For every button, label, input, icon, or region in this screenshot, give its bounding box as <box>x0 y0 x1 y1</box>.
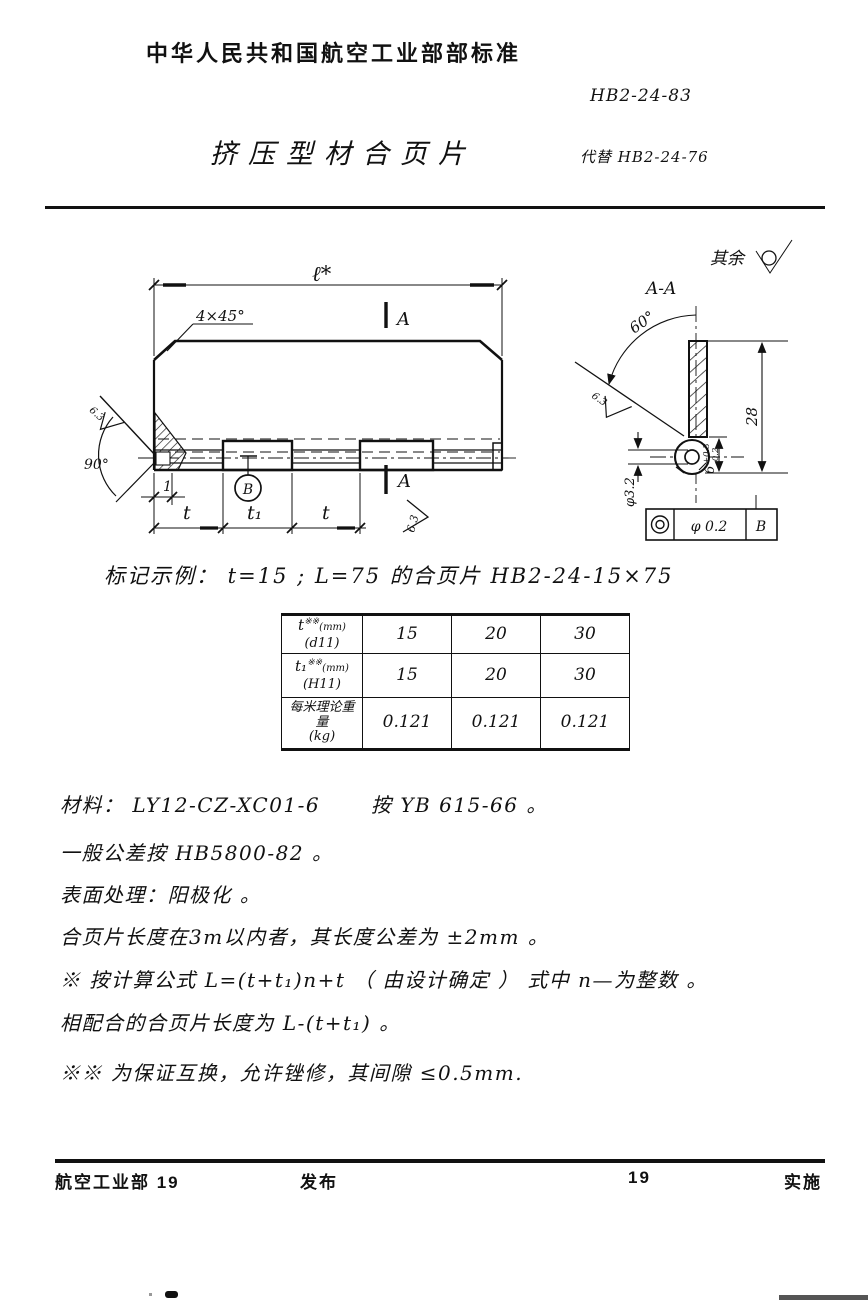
table-cell: 15 <box>362 614 452 654</box>
table-cell: 20 <box>451 653 541 698</box>
height-28-label: 28 <box>743 407 761 427</box>
ink-blot <box>165 1291 178 1298</box>
knuckle-teeth <box>221 439 503 472</box>
offset-label: 1 <box>163 479 172 495</box>
feature-control-frame <box>645 495 778 541</box>
supersedes-note: 代替 HB2-24-76 <box>580 148 709 166</box>
scan-edge-mark <box>779 1295 868 1300</box>
footer-year: 19 <box>628 1168 651 1187</box>
table-cell: 20 <box>451 614 541 654</box>
page-title: 挤压型材合页片 <box>210 139 476 170</box>
fcf-tolerance-label: φ 0.2 <box>691 519 728 535</box>
row-header-t: t※※(mm) (d11) <box>281 614 363 654</box>
footer-divider <box>55 1159 825 1163</box>
note-length: 合页片长度在3m以内者，其长度公差为 ±2mm 。 <box>60 925 550 949</box>
roughness-symbol-left: 6.3 <box>87 405 125 431</box>
svg-text:6.3: 6.3 <box>404 514 421 534</box>
note-material: 材料： LY12-CZ-XC01-6 按 YB 615-66 。 <box>60 793 548 817</box>
angle-90-annotation <box>97 395 157 503</box>
svg-text:6: 6 <box>703 466 718 474</box>
main-view: ℓ* 4×45° <box>84 262 516 534</box>
overall-length-label: ℓ* <box>312 262 332 286</box>
header-divider <box>45 206 825 209</box>
angle-90-label: 90° <box>84 457 109 473</box>
dimension-hole-dia <box>628 432 688 482</box>
section-mark-top-label: A <box>395 309 410 330</box>
section-view-title: A-A <box>644 279 676 299</box>
datum-b-balloon <box>234 455 262 502</box>
dimension-overall-length <box>148 278 508 356</box>
pitch-t-label-1: t <box>183 502 191 524</box>
pitch-t-label-2: t <box>322 502 330 524</box>
parameter-table: t※※(mm) (d11) 15 20 30 t₁※※(mm) (H11) 15… <box>281 613 630 751</box>
hinge-body-outline <box>152 339 504 472</box>
note-surface: 表面处理：阳极化 。 <box>60 883 262 907</box>
roughness-symbol-section: 6.3 <box>589 391 632 419</box>
hinge-leaf-section <box>688 340 788 438</box>
standard-code: HB2-24-83 <box>590 86 692 106</box>
hole-dia-label: φ3.2 <box>623 477 638 507</box>
footer-implement: 实施 <box>784 1173 822 1192</box>
table-cell: 15 <box>362 653 452 698</box>
table-row: 每米理论重量 (kg) 0.121 0.121 0.121 <box>281 697 630 750</box>
rest-roughness-symbol <box>755 239 793 274</box>
end-section-hatch <box>154 411 187 471</box>
table-cell: 0.121 <box>362 697 452 750</box>
scan-speck <box>149 1293 152 1296</box>
knuckle-section <box>673 438 711 476</box>
table-row: t※※(mm) (d11) 15 20 30 <box>281 614 630 654</box>
section-mark-bottom-label: A <box>396 471 411 492</box>
dimension-28 <box>705 341 788 474</box>
footer-publish: 发布 <box>300 1173 338 1192</box>
table-cell: 0.121 <box>451 697 541 750</box>
standard-org-title: 中华人民共和国航空工业部部标准 <box>146 41 522 66</box>
svg-text:+0.3: +0.3 <box>702 443 712 464</box>
knuckle-dim-label: 6 +0.3 -0.2 <box>702 443 721 474</box>
dimension-knuckle-6 <box>709 436 727 473</box>
note-tolerance: 一般公差按 HB5800-82 。 <box>60 841 334 865</box>
table-cell: 30 <box>540 653 630 698</box>
marking-example: 标记示例： t=15 ; L=75 的合页片 HB2-24-15×75 <box>104 564 674 588</box>
note-formula: ※ 按计算公式 L=(t+t₁)n+t （ 由设计确定 ） 式中 n—为整数 。 <box>60 968 708 992</box>
table-row: t₁※※(mm) (H11) 15 20 30 <box>281 653 630 698</box>
svg-text:-0.2: -0.2 <box>711 448 721 464</box>
note-mating: 相配合的合页片长度为 L-(t+t₁) 。 <box>60 1011 401 1035</box>
chamfer-label: 4×45° <box>195 307 245 325</box>
hidden-lines <box>138 438 516 464</box>
datum-b-label: B <box>242 482 253 498</box>
rest-roughness-text: 其余 <box>710 249 746 269</box>
roughness-symbol-tooth: 6.3 <box>402 499 430 534</box>
table-cell: 0.121 <box>540 697 630 750</box>
footer-issuer: 航空工业部 19 <box>55 1173 180 1192</box>
row-header-weight: 每米理论重量 (kg) <box>281 697 363 750</box>
dimension-pitch <box>148 473 366 534</box>
angle-60-label: 60° <box>626 307 658 337</box>
table-cell: 30 <box>540 614 630 654</box>
concentricity-icon <box>650 515 670 534</box>
note-interchange: ※※ 为保证互换，允许锉修，其间隙 ≤0.5mm. <box>60 1061 524 1085</box>
pitch-t1-label: t₁ <box>247 502 262 524</box>
chamfer-callout <box>166 323 253 352</box>
fcf-datum-label: B <box>755 519 766 535</box>
angle-60-annotation <box>574 314 697 437</box>
section-view-a-a: 其余 A-A <box>574 239 793 541</box>
row-header-t1: t₁※※(mm) (H11) <box>281 653 363 698</box>
